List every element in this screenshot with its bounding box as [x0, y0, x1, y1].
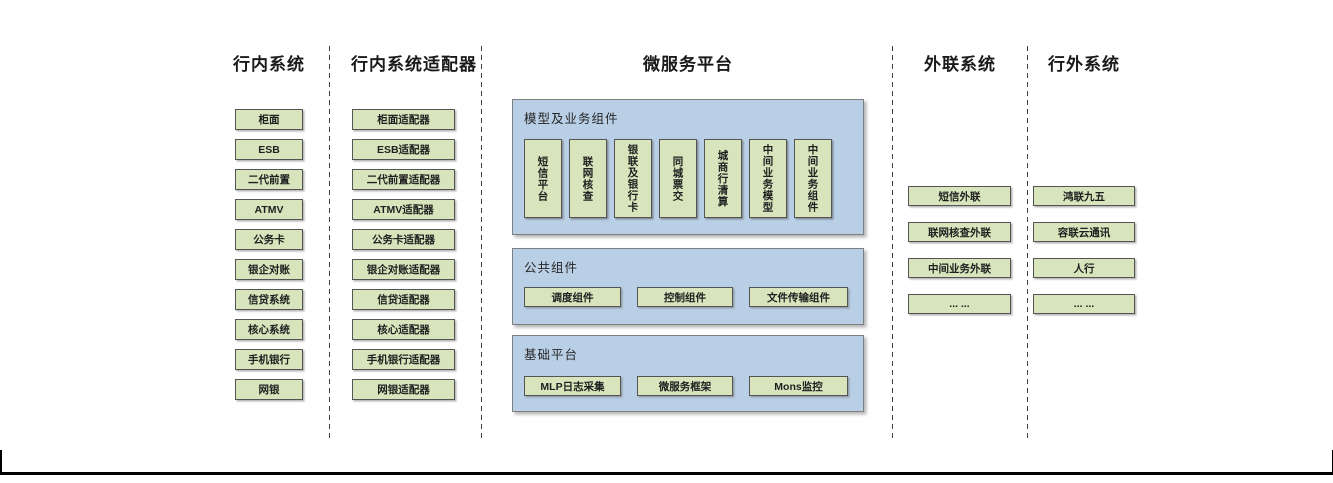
component-box: 文件传输组件 — [749, 287, 848, 307]
column-header-internal-adapters: 行内系统适配器 — [351, 55, 477, 74]
common-components-row: 调度组件控制组件文件传输组件 — [524, 287, 848, 307]
panel-common-components: 公共组件 调度组件控制组件文件传输组件 — [512, 248, 864, 325]
column-header-external-systems: 行外系统 — [1048, 55, 1120, 74]
outreach-box: 中间业务外联 — [908, 258, 1011, 278]
frame-bottom-line — [0, 472, 1333, 475]
vertical-component-box: 中间业务组件 — [794, 139, 832, 218]
panel-label: 公共组件 — [524, 261, 579, 275]
internal-systems-list: 柜面 ESB 二代前置 ATMV 公务卡银企对账信贷系统核心系统手机银行网银 — [235, 109, 303, 400]
panel-label: 基础平台 — [524, 348, 579, 362]
component-box: 控制组件 — [637, 287, 733, 307]
vertical-component-box: 联网核查 — [569, 139, 607, 218]
adapter-box: 二代前置适配器 — [352, 169, 455, 190]
column-separator-dashed — [481, 46, 483, 441]
system-box: 核心系统 — [235, 319, 303, 340]
system-box: ATMV — [235, 199, 303, 220]
system-box: 银企对账 — [235, 259, 303, 280]
system-box: 网银 — [235, 379, 303, 400]
system-box: ESB — [235, 139, 303, 160]
component-box: 微服务框架 — [637, 376, 733, 396]
adapter-box: ESB适配器 — [352, 139, 455, 160]
column-separator-dashed — [329, 46, 331, 441]
outreach-box: ... ... — [908, 294, 1011, 314]
outreach-box: 联网核查外联 — [908, 222, 1011, 242]
vertical-component-box: 银联及银行卡 — [614, 139, 652, 218]
column-separator-dashed — [1027, 46, 1029, 441]
system-box: 公务卡 — [235, 229, 303, 250]
adapter-box: 银企对账适配器 — [352, 259, 455, 280]
system-box: 二代前置 — [235, 169, 303, 190]
model-components-row: 短信平台联网核查银联及银行卡同城票交城商行清算中间业务模型中间业务组件 — [524, 139, 832, 218]
vertical-component-box: 城商行清算 — [704, 139, 742, 218]
vertical-component-box: 中间业务模型 — [749, 139, 787, 218]
adapter-box: 网银适配器 — [352, 379, 455, 400]
outreach-systems-list: 短信外联联网核查外联中间业务外联 ... ... — [908, 186, 1011, 314]
external-box: 鸿联九五 — [1033, 186, 1135, 206]
vertical-component-box: 同城票交 — [659, 139, 697, 218]
component-box: Mons监控 — [749, 376, 848, 396]
outreach-box: 短信外联 — [908, 186, 1011, 206]
column-header-internal-systems: 行内系统 — [233, 55, 305, 74]
external-systems-list: 鸿联九五容联云通讯人行 ... ... — [1033, 186, 1135, 314]
vertical-component-box: 短信平台 — [524, 139, 562, 218]
frame-edge-right — [1331, 450, 1333, 473]
external-box: ... ... — [1033, 294, 1135, 314]
adapter-box: 公务卡适配器 — [352, 229, 455, 250]
frame-edge-left — [0, 450, 2, 473]
external-box: 容联云通讯 — [1033, 222, 1135, 242]
base-platform-row: MLP日志采集微服务框架 Mons监控 — [524, 376, 848, 396]
panel-model-business-components: 模型及业务组件 短信平台联网核查银联及银行卡同城票交城商行清算中间业务模型中间业… — [512, 99, 864, 235]
external-box: 人行 — [1033, 258, 1135, 278]
column-header-outreach-systems: 外联系统 — [924, 55, 996, 74]
panel-label: 模型及业务组件 — [524, 112, 619, 126]
adapter-box: 核心适配器 — [352, 319, 455, 340]
system-box: 柜面 — [235, 109, 303, 130]
system-box: 信贷系统 — [235, 289, 303, 310]
panel-base-platform: 基础平台 MLP日志采集微服务框架 Mons监控 — [512, 335, 864, 412]
adapter-box: 信贷适配器 — [352, 289, 455, 310]
column-separator-dashed — [892, 46, 894, 441]
component-box: 调度组件 — [524, 287, 621, 307]
adapter-box: 手机银行适配器 — [352, 349, 455, 370]
adapter-box: ATMV适配器 — [352, 199, 455, 220]
adapter-box: 柜面适配器 — [352, 109, 455, 130]
system-box: 手机银行 — [235, 349, 303, 370]
component-box: MLP日志采集 — [524, 376, 621, 396]
column-header-microservice-platform: 微服务平台 — [643, 55, 733, 74]
internal-adapters-list: 柜面适配器 ESB适配器二代前置适配器 ATMV适配器公务卡适配器银企对账适配器信贷… — [352, 109, 455, 400]
